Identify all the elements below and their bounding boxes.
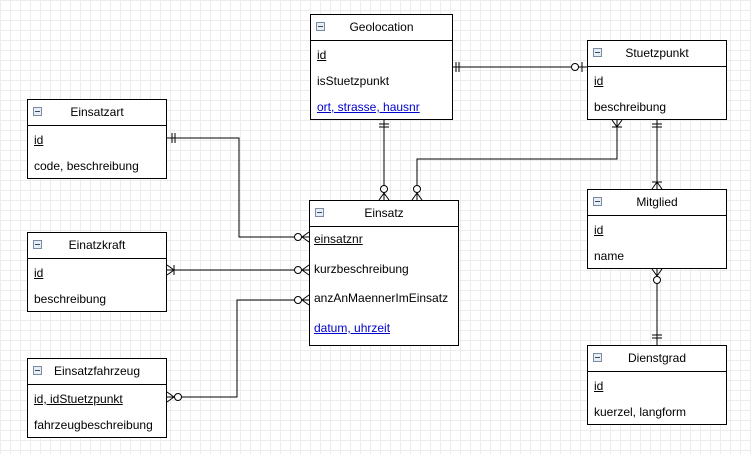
relation-mitglied-dienstgrad[interactable] bbox=[651, 268, 663, 345]
attribute-primary-key: id bbox=[594, 74, 604, 88]
relation-geolocation-einsatz[interactable] bbox=[378, 120, 390, 201]
collapse-icon[interactable] bbox=[33, 366, 42, 375]
attribute-primary-key: id bbox=[34, 266, 44, 280]
collapse-icon[interactable] bbox=[33, 240, 42, 249]
collapse-icon[interactable] bbox=[33, 107, 42, 116]
relation-geolocation-stuetzpunkt[interactable] bbox=[453, 62, 587, 72]
entity-title: Einsatz bbox=[364, 206, 404, 220]
attribute-primary-key: id bbox=[34, 133, 44, 147]
relation-einsatzfahrzeug-einsatz[interactable] bbox=[166, 294, 310, 403]
entity-header: Dienstgrad bbox=[588, 346, 726, 372]
relation-einsatzart-einsatz[interactable] bbox=[167, 133, 310, 243]
entity-header: Geolocation bbox=[311, 15, 452, 41]
entity-dienstgrad[interactable]: Dienstgrad id kuerzel, langform bbox=[587, 345, 727, 425]
entity-header: Mitglied bbox=[588, 190, 726, 216]
attribute: code, beschreibung bbox=[34, 159, 139, 173]
entity-mitglied[interactable]: Mitglied id name bbox=[587, 189, 727, 269]
entity-header: Stuetzpunkt bbox=[588, 41, 726, 67]
attribute: kuerzel, langform bbox=[594, 405, 687, 419]
entity-header: Einsatz bbox=[310, 201, 458, 227]
entity-header: Einsatzfahrzeug bbox=[28, 359, 166, 385]
collapse-icon[interactable] bbox=[593, 48, 602, 57]
entity-title: Einatzkraft bbox=[68, 238, 126, 252]
attribute: beschreibung bbox=[34, 292, 107, 306]
collapse-icon[interactable] bbox=[593, 197, 602, 206]
attribute: name bbox=[594, 249, 625, 263]
attribute-primary-key: id bbox=[594, 223, 604, 237]
entity-title: Mitglied bbox=[636, 195, 678, 209]
entity-einsatz[interactable]: Einsatz einsatznr kurzbeschreibung anzAn… bbox=[309, 200, 459, 346]
collapse-icon[interactable] bbox=[316, 22, 325, 31]
entity-title: Geolocation bbox=[349, 20, 414, 34]
attribute: isStuetzpunkt bbox=[317, 74, 390, 88]
attribute-primary-key: id bbox=[317, 48, 327, 62]
relation-stuetzpunkt-einsatz[interactable] bbox=[411, 119, 623, 201]
entity-title: Dienstgrad bbox=[627, 351, 687, 365]
attribute-composite: datum, uhrzeit bbox=[314, 321, 391, 335]
entity-title: Einsatzfahrzeug bbox=[53, 364, 141, 378]
attribute: kurzbeschreibung bbox=[314, 262, 409, 276]
attribute: anzAnMaennerImEinsatz bbox=[314, 291, 449, 305]
attribute: beschreibung bbox=[594, 100, 667, 114]
attribute-composite: ort, strasse, hausnr bbox=[317, 100, 420, 114]
entity-geolocation[interactable]: Geolocation id isStuetzpunkt ort, strass… bbox=[310, 14, 453, 120]
entity-einatzkraft[interactable]: Einatzkraft id beschreibung bbox=[27, 232, 167, 312]
attribute-primary-key: id bbox=[594, 379, 604, 393]
relation-stuetzpunkt-mitglied[interactable] bbox=[651, 120, 663, 190]
entity-title: Stuetzpunkt bbox=[625, 46, 689, 60]
attribute-primary-key: einsatznr bbox=[314, 232, 363, 246]
entity-einsatzfahrzeug[interactable]: Einsatzfahrzeug id, idStuetzpunkt fahrze… bbox=[27, 358, 167, 438]
entity-header: Einatzkraft bbox=[28, 233, 166, 259]
entity-stuetzpunkt[interactable]: Stuetzpunkt id beschreibung bbox=[587, 40, 727, 120]
collapse-icon[interactable] bbox=[315, 208, 324, 217]
attribute-primary-key: id, idStuetzpunkt bbox=[34, 392, 123, 406]
entity-einsatzart[interactable]: Einsatzart id code, beschreibung bbox=[27, 99, 167, 179]
entity-title: Einsatzart bbox=[70, 105, 124, 119]
entity-header: Einsatzart bbox=[28, 100, 166, 126]
collapse-icon[interactable] bbox=[593, 353, 602, 362]
attribute: fahrzeugbeschreibung bbox=[34, 418, 153, 432]
relation-einatzkraft-einsatz[interactable] bbox=[166, 264, 310, 276]
